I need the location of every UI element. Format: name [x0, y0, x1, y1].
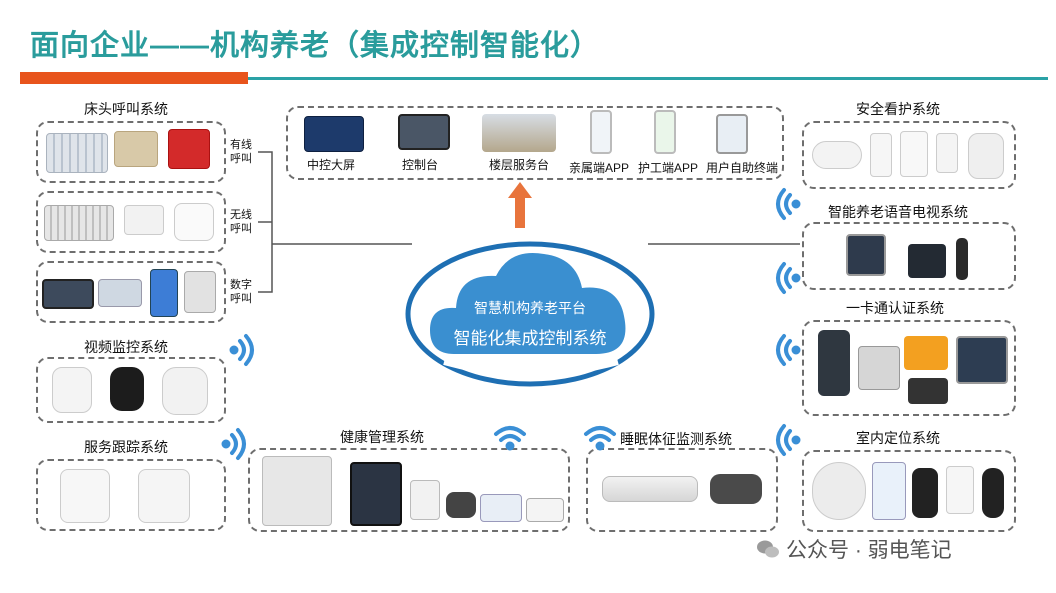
dashboard-screen-icon: [304, 116, 364, 152]
pos-terminal-device: [858, 346, 900, 390]
pos-screen-device: [956, 336, 1008, 384]
phone-app-icon: [654, 110, 676, 154]
tv-system-title: 智能养老语音电视系统: [828, 202, 968, 222]
location-badge-device: [872, 462, 906, 520]
system-label: 智能化集成控制系统: [436, 324, 624, 349]
gas-sensor-device: [968, 133, 1004, 179]
wifi-icon: [214, 424, 254, 464]
sleep-system-title: 睡眠体征监测系统: [620, 429, 732, 449]
location-beacon-device: [812, 462, 866, 520]
sleep-system-panel: [586, 448, 778, 532]
location-card-device: [946, 466, 974, 514]
wifi-icon: [768, 330, 808, 370]
monitor-console-icon: [398, 114, 450, 150]
console-label: 控制台: [396, 156, 444, 173]
self-service-terminal-label: 用户自助终端: [702, 159, 782, 176]
watermark-text: 公众号 · 弱电笔记: [786, 534, 952, 564]
tracking-system-title: 服务跟踪系统: [84, 437, 168, 457]
alarm-button-device: [936, 133, 958, 173]
health-station-device: [262, 456, 332, 526]
sleep-mat-device: [602, 476, 698, 502]
location-system-title: 室内定位系统: [856, 428, 940, 448]
tablet-stand-device: [846, 234, 886, 276]
health-oximeter-device: [526, 498, 564, 522]
health-tablet-device: [350, 462, 402, 526]
wechat-icon: [756, 538, 780, 560]
camera-device-2: [110, 367, 144, 411]
caregiver-app-label: 护工端APP: [636, 159, 700, 176]
service-desk-label: 楼层服务台: [484, 156, 554, 173]
camera-device-1: [52, 367, 92, 413]
kiosk-terminal-icon: [716, 114, 748, 154]
pir-sensor-device: [900, 131, 928, 177]
watermark: 公众号 · 弱电笔记: [756, 534, 952, 564]
family-app-label: 亲属端APP: [568, 159, 630, 176]
security-system-title: 安全看护系统: [856, 99, 940, 119]
card-system-title: 一卡通认证系统: [846, 298, 944, 318]
sleep-box-device: [710, 474, 762, 504]
location-system-panel: [802, 450, 1016, 532]
card-system-panel: [802, 320, 1016, 416]
health-meter-device: [410, 480, 440, 520]
tracking-keypad-device: [138, 469, 190, 523]
remote-control-device: [956, 238, 968, 280]
camera-device-3: [162, 367, 208, 415]
tracking-system-panel: [36, 459, 226, 531]
wifi-icon: [222, 330, 262, 370]
wifi-icon: [580, 418, 620, 458]
security-system-panel: [802, 121, 1016, 189]
video-system-panel: [36, 357, 226, 423]
health-system-panel: [248, 448, 570, 532]
door-sensor-device: [870, 133, 892, 177]
health-system-title: 健康管理系统: [340, 427, 424, 447]
location-band-device: [982, 468, 1004, 518]
tv-system-panel: [802, 222, 1016, 290]
wifi-icon: [768, 258, 808, 298]
tracking-gateway-device: [60, 469, 110, 523]
health-bp-device: [480, 494, 522, 522]
wifi-icon: [490, 418, 530, 458]
dashboard-screen-label: 中控大屏: [304, 156, 358, 173]
video-system-title: 视频监控系统: [84, 337, 168, 357]
service-desk-icon: [482, 114, 556, 152]
face-terminal-device: [818, 330, 850, 396]
card-reader-device: [904, 336, 948, 370]
wifi-icon: [768, 420, 808, 460]
tv-box-device: [908, 244, 946, 278]
phone-app-icon: [590, 110, 612, 154]
ic-card-device: [908, 378, 948, 404]
health-watch-device: [446, 492, 476, 518]
location-watch-device: [912, 468, 938, 518]
smoke-detector-device: [812, 141, 862, 169]
platform-label: 智慧机构养老平台: [444, 298, 616, 318]
wifi-icon: [768, 184, 808, 224]
